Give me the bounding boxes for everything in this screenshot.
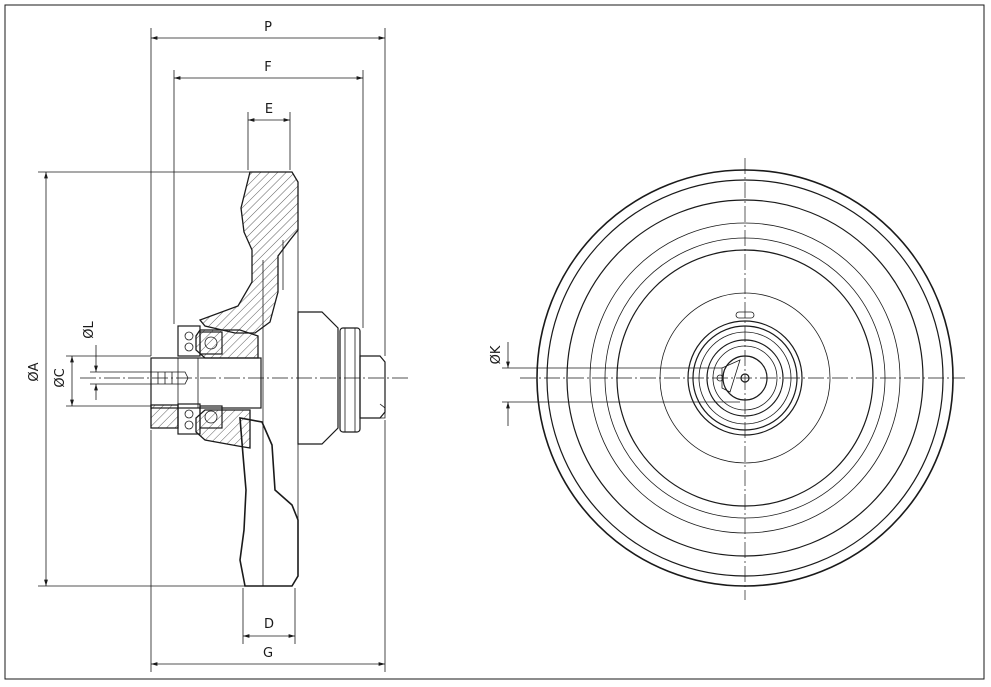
lower-bearing: [177, 403, 223, 435]
drawing-frame: [4, 4, 985, 680]
dimension-lines: [38, 28, 740, 672]
outer-rim-circle: [536, 169, 954, 587]
dimension-label-f: F: [264, 60, 271, 75]
upper-bearing: [177, 325, 223, 357]
shaft: [150, 357, 262, 409]
dimension-label-a: ØA: [27, 362, 42, 381]
dimension-label-e: E: [265, 102, 273, 117]
side-section-view: [80, 171, 408, 587]
front-view: [520, 158, 965, 600]
wheel-rim-lower: [239, 417, 299, 587]
bearing-housing-lower-section: [195, 409, 251, 449]
dimension-label-p: P: [264, 20, 272, 35]
dimension-label-g: G: [263, 646, 273, 661]
end-cap: [359, 355, 386, 419]
dimension-label-d: D: [264, 617, 274, 632]
flange-disc: [339, 327, 361, 433]
dimension-label-k: ØK: [489, 345, 504, 364]
dimension-label-c: ØC: [53, 368, 68, 387]
dimension-label-l: ØL: [82, 321, 97, 339]
